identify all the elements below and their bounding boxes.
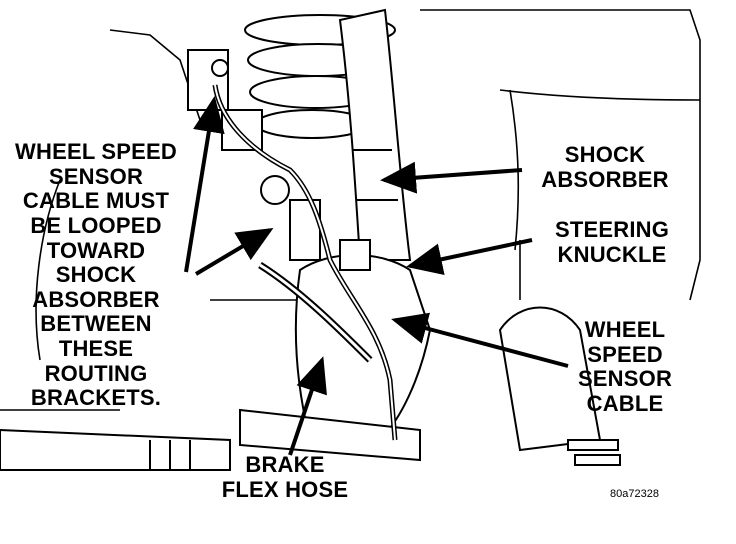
- body-panel-lines: [0, 9, 701, 411]
- arrow-steering-knuckle: [406, 238, 533, 275]
- sensor-cable-inner: [214, 84, 396, 441]
- arrow-shock-absorber: [380, 161, 523, 194]
- label-brake-flex-hose: BRAKE FLEX HOSE: [221, 452, 349, 502]
- arrow-bracket-lower: [194, 227, 274, 276]
- leader-arrows: [184, 96, 569, 456]
- label-wheel-speed-sensor-cable: WHEEL SPEED SENSOR CABLE: [577, 317, 673, 416]
- arrow-sensor-cable: [391, 312, 569, 368]
- label-routing-note: WHEEL SPEED SENSOR CABLE MUST BE LOOPED …: [15, 139, 177, 411]
- label-shock-absorber: SHOCK ABSORBER: [541, 142, 669, 192]
- steering-knuckle-shape: [239, 254, 432, 462]
- arrow-bracket-upper: [184, 96, 225, 273]
- label-steering-knuckle: STEERING KNUCKLE: [554, 217, 670, 267]
- drive-shaft-shape: [0, 428, 231, 471]
- brake-flex-hose-inner: [259, 263, 372, 362]
- shock-absorber-shape: [338, 8, 412, 261]
- figure-code: 80a72328: [610, 488, 659, 500]
- arrow-brake-hose: [288, 356, 327, 456]
- brake-rotor-shape: [498, 306, 621, 466]
